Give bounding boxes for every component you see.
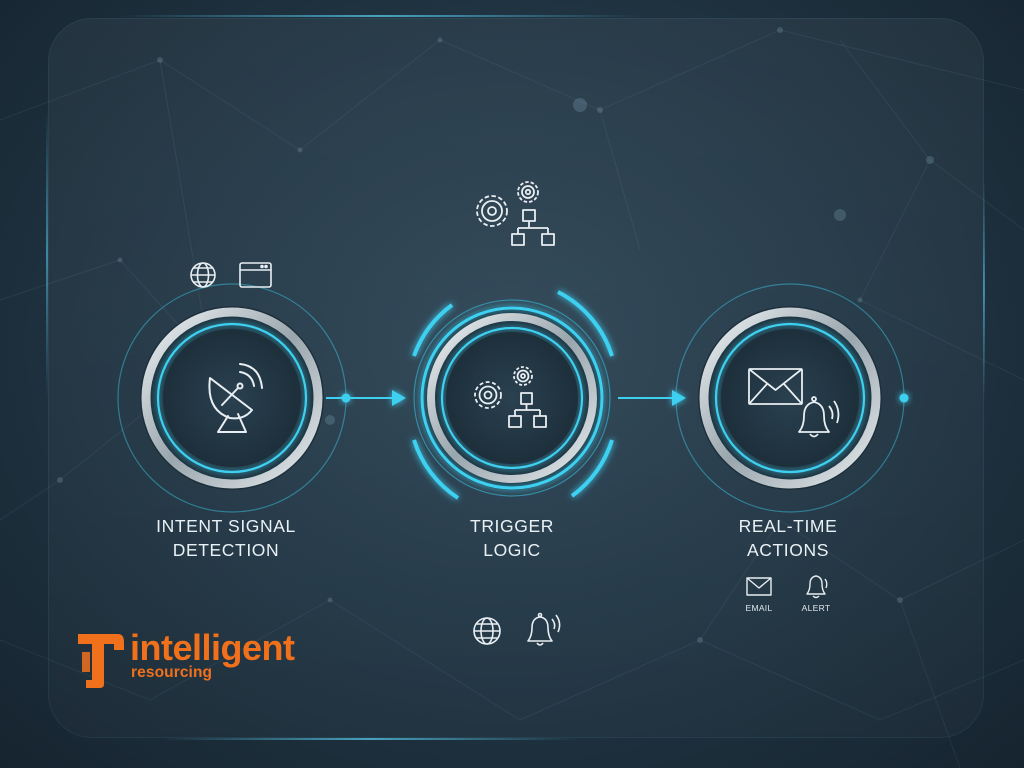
connector-2 [618, 390, 686, 406]
bell-icon [527, 612, 561, 646]
brand-subtitle: resourcing [131, 664, 213, 681]
globe-icon [190, 262, 216, 288]
stage-label-trigger: TRIGGER LOGIC [392, 514, 632, 562]
stage-label-actions: REAL-TIME ACTIONS [668, 514, 908, 562]
alert-label: ALERT [801, 603, 831, 613]
bottom-edge-glow [160, 738, 580, 740]
satellite-dish-icon [208, 363, 263, 433]
right-edge-glow [983, 180, 985, 400]
gears-flowchart-icon [476, 181, 555, 246]
stage-label-line2: DETECTION [172, 540, 280, 560]
stage-label-line1: TRIGGER [470, 516, 554, 536]
brand-logo: intelligent resourcing [74, 628, 334, 690]
gears-flowchart-icon [474, 366, 547, 428]
stage-trigger-node [412, 290, 614, 500]
stage-label-line1: INTENT SIGNAL [156, 516, 296, 536]
brand-wordmark: intelligent [130, 627, 295, 668]
left-edge-glow [46, 110, 48, 400]
top-edge-glow [120, 15, 640, 17]
stage-label-line1: REAL-TIME [738, 516, 838, 536]
stage-actions-node [675, 283, 905, 513]
alert-mini-icon [806, 575, 828, 599]
email-mini-icon [746, 577, 772, 596]
bell-icon [798, 396, 840, 438]
globe-icon [473, 617, 501, 645]
stage-intent-node [117, 283, 347, 513]
end-node-dot [899, 393, 909, 403]
stage-label-line2: ACTIONS [747, 540, 829, 560]
browser-window-icon [239, 262, 272, 288]
stage-label-intent: INTENT SIGNAL DETECTION [106, 514, 346, 562]
email-label: EMAIL [745, 603, 773, 613]
envelope-icon [748, 368, 803, 405]
connector-1 [326, 390, 406, 406]
stage-label-line2: LOGIC [483, 540, 541, 560]
brand-mark-icon [78, 634, 124, 688]
